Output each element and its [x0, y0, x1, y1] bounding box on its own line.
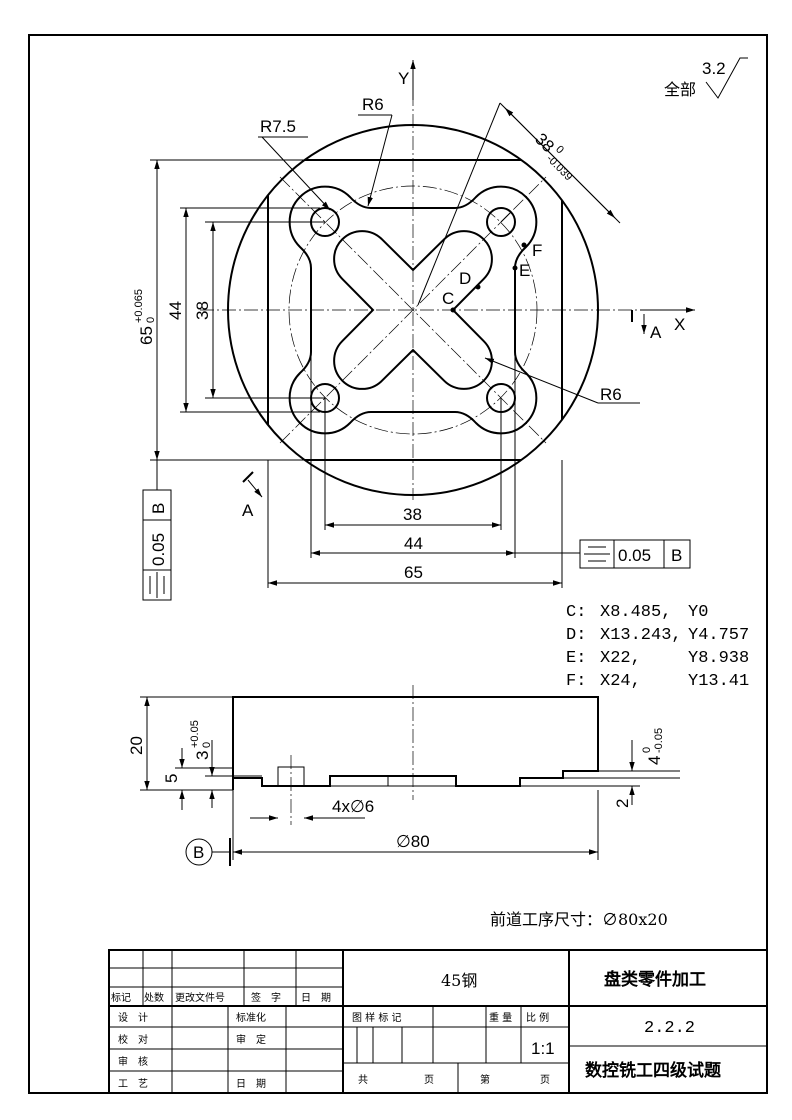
rev-header: 日 期	[301, 992, 331, 1004]
tol-lower: 0	[145, 317, 157, 323]
roughness-scope: 全部	[664, 80, 696, 99]
tolerance-value: 0.05	[149, 533, 168, 566]
svg-text:E:X22,Y8.938: E:X22,Y8.938	[566, 649, 749, 668]
radius-r7-5: R7.5	[260, 117, 296, 136]
y-axis-label: Y	[398, 69, 409, 88]
x-axis-label: X	[674, 315, 685, 334]
dim-5: 5	[162, 774, 181, 783]
top-view: Y X A A C D E F R7.5 R6 R6 38 0 -0.039	[133, 60, 695, 601]
rev-header: 标记	[111, 992, 131, 1004]
point-c: C	[442, 289, 454, 308]
radius-r6-lower: R6	[600, 385, 622, 404]
dim-44-vertical: 44	[166, 301, 185, 320]
tolerance-frame: 0.05 B	[142, 460, 172, 601]
tolerance-datum: B	[149, 503, 168, 514]
tol-upper: 0	[641, 747, 653, 753]
role-label: 设 计	[118, 1011, 148, 1024]
section-view: 20 5 3 +0.05 0 4 0 -0.05 2 4x∅6	[127, 685, 680, 866]
role-label: 校 对	[118, 1033, 148, 1046]
svg-text:F:X24,Y13.41: F:X24,Y13.41	[566, 672, 749, 691]
dim-4x-dia-6: 4x∅6	[332, 797, 374, 816]
role-label: 工 艺	[118, 1078, 148, 1090]
title-block: 45钢 盘类零件加工 2.2.2 数控铣工四级试题 标记 处数 更改文件号 签 …	[108, 949, 768, 1094]
coordinate-list: C:X8.485,Y0 D:X13.243,Y4.757 E:X22,Y8.93…	[566, 603, 749, 691]
rev-header: 处数	[144, 991, 164, 1004]
section-mark-label: A	[650, 323, 662, 342]
tolerance-datum: B	[671, 546, 682, 565]
total-pages-label: 共	[358, 1074, 368, 1086]
tolerance-value: 0.05	[618, 546, 651, 565]
svg-text:C:X8.485,Y0: C:X8.485,Y0	[566, 603, 708, 622]
page-unit: 页	[424, 1074, 434, 1086]
radius-r6-upper: R6	[362, 95, 384, 114]
dim-38-vertical: 38	[193, 301, 212, 320]
dim-4: 4	[645, 756, 664, 765]
datum-b: B	[193, 843, 204, 862]
dim-38-horizontal: 38	[403, 505, 422, 524]
point-e: E	[519, 261, 530, 280]
role-label: 审 核	[118, 1055, 148, 1068]
role-label: 审 定	[236, 1033, 266, 1046]
dim-44-horizontal: 44	[404, 534, 423, 553]
dim-dia-80: ∅80	[396, 832, 430, 851]
dim-2: 2	[613, 799, 632, 808]
drawing-number: 2.2.2	[644, 1019, 695, 1038]
scale-label: 比 例	[526, 1011, 549, 1024]
role-label: 标准化	[236, 1011, 266, 1024]
cross-pocket	[333, 230, 493, 390]
section-mark-label: A	[242, 501, 254, 520]
tol-upper: +0.065	[133, 289, 145, 323]
point-f: F	[532, 241, 542, 260]
point-d: D	[459, 269, 471, 288]
hole	[486, 207, 516, 237]
prior-process-note: 前道工序尺寸：∅80x20	[490, 910, 668, 929]
dim-3: 3	[193, 751, 212, 760]
scale-value: 1:1	[531, 1039, 555, 1058]
tol-lower: 0	[201, 742, 213, 748]
weight-label: 重 量	[489, 1011, 512, 1024]
material: 45钢	[441, 971, 477, 990]
exam-title: 数控铣工四级试题	[585, 1060, 722, 1081]
roughness-symbol: 3.2 全部	[664, 57, 748, 99]
dim-65-vertical: 65	[137, 326, 156, 345]
drawing-border	[28, 34, 768, 1094]
role-label: 日 期	[236, 1078, 266, 1090]
page-number-label: 第	[480, 1073, 490, 1086]
rev-header: 更改文件号	[175, 991, 225, 1004]
svg-text:D:X13.243,Y4.757: D:X13.243,Y4.757	[566, 626, 749, 645]
dim-20: 20	[127, 736, 146, 755]
part-name: 盘类零件加工	[604, 969, 706, 990]
tol-upper: +0.05	[189, 720, 201, 748]
dim-65-horizontal: 65	[404, 563, 423, 582]
roughness-value: 3.2	[702, 59, 726, 78]
tol-lower: -0.039	[544, 153, 575, 184]
rev-header: 签 字	[251, 991, 281, 1004]
tolerance-frame: 0.05 B	[579, 539, 691, 569]
page-unit: 页	[540, 1074, 550, 1086]
tol-lower: -0.05	[653, 728, 665, 753]
section-body	[232, 696, 599, 787]
sample-mark-label: 图 样 标 记	[352, 1011, 402, 1024]
